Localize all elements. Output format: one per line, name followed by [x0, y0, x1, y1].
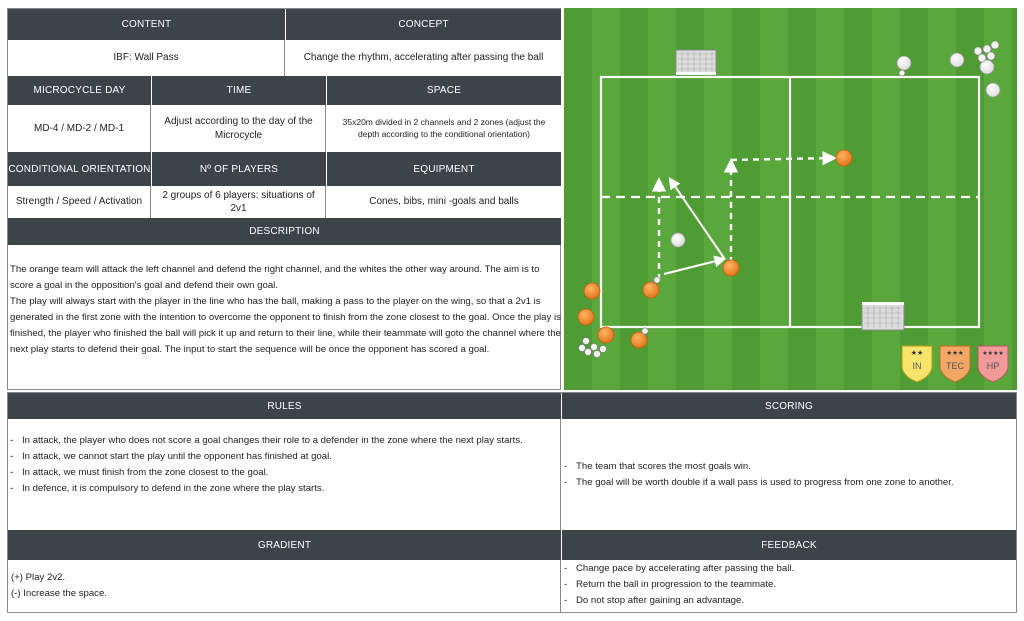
- feedback-item: Return the ball in progression to the te…: [562, 577, 1016, 593]
- badge-hp: ★★★★ HP: [977, 345, 1009, 383]
- header-rules: RULES: [8, 393, 561, 419]
- pitch-diagram: ★★ IN ★★★ TEC ★★★★ HP: [564, 8, 1017, 390]
- gradient-panel: (+) Play 2v2. (-) Increase the space.: [8, 560, 561, 612]
- orientation-value: Strength / Speed / Activation: [8, 186, 151, 218]
- badge-tec-label: TEC: [946, 361, 965, 371]
- pitch-svg: ★★ IN ★★★ TEC ★★★★ HP: [564, 8, 1017, 390]
- rules-panel: In attack, the player who does not score…: [8, 419, 561, 530]
- header-feedback: FEEDBACK: [562, 530, 1016, 560]
- top-mini-goal: [675, 49, 717, 75]
- players-value: 2 groups of 6 players: situations of 2v1: [152, 186, 326, 218]
- feedback-list: Change pace by accelerating after passin…: [562, 561, 1016, 609]
- badge-hp-stars: ★★★★: [982, 350, 1004, 357]
- badge-in-stars: ★★: [911, 349, 924, 357]
- badge-in: ★★ IN: [901, 345, 933, 383]
- microcycle-value: MD-4 / MD-2 / MD-1: [8, 105, 151, 152]
- header-time: TIME: [152, 76, 326, 105]
- header-gradient: GRADIENT: [8, 530, 561, 560]
- rule-item: In attack, we cannot start the play unti…: [8, 449, 550, 465]
- badge-tec: ★★★ TEC: [939, 345, 971, 383]
- rule-item: In attack, the player who does not score…: [8, 433, 550, 449]
- feedback-item: Do not stop after gaining an advantage.: [562, 593, 1016, 609]
- header-number-of-players: Nº OF PLAYERS: [152, 152, 326, 186]
- equipment-value: Cones, bibs, mini -goals and balls: [327, 186, 561, 218]
- scoring-item: The goal will be worth double if a wall …: [562, 475, 1008, 491]
- header-concept: CONCEPT: [286, 9, 561, 40]
- header-scoring: SCORING: [562, 393, 1016, 419]
- pass-lines: [663, 177, 727, 275]
- content-value: IBF: Wall Pass: [8, 40, 285, 76]
- header-description: DESCRIPTION: [8, 218, 561, 245]
- scoring-item: The team that scores the most goals win.: [562, 459, 1008, 475]
- description-paragraph-1: The orange team will attack the left cha…: [10, 264, 540, 291]
- badge-tec-stars: ★★★: [946, 349, 964, 357]
- gradient-item: (+) Play 2v2.: [11, 572, 66, 583]
- header-content: CONTENT: [8, 9, 285, 40]
- feedback-item: Change pace by accelerating after passin…: [562, 561, 1016, 577]
- field-lines: [599, 75, 981, 329]
- header-space: SPACE: [327, 76, 561, 105]
- rule-item: In attack, we must finish from the zone …: [8, 465, 550, 481]
- orange-players: [577, 149, 853, 349]
- concept-value: Change the rhythm, accelerating after pa…: [286, 40, 561, 76]
- feedback-panel: Change pace by accelerating after passin…: [562, 560, 1016, 612]
- bottom-table: RULES SCORING In attack, the player who …: [7, 392, 1017, 613]
- description-text: The orange team will attack the left cha…: [10, 262, 562, 358]
- gradient-item: (-) Increase the space.: [11, 588, 107, 599]
- rule-item: In defence, it is compulsory to defend i…: [8, 481, 550, 497]
- space-value: 35x20m divided in 2 channels and 2 zones…: [327, 105, 561, 152]
- time-value: Adjust according to the day of the Micro…: [152, 105, 326, 152]
- description-paragraph-2: The play will always start with the play…: [10, 296, 561, 355]
- header-equipment: EQUIPMENT: [327, 152, 561, 186]
- badge-in-label: IN: [913, 361, 922, 371]
- scoring-list: The team that scores the most goals win.…: [562, 459, 1008, 491]
- header-conditional-orientation: CONDITIONAL ORIENTATION: [8, 152, 151, 186]
- header-microcycle-day: MICROCYCLE DAY: [8, 76, 151, 105]
- rules-list: In attack, the player who does not score…: [8, 433, 550, 497]
- white-players: [670, 52, 1001, 248]
- badge-hp-label: HP: [987, 361, 1000, 371]
- dashed-runs: [651, 151, 837, 280]
- session-info-table: CONTENT CONCEPT IBF: Wall Pass Change th…: [7, 8, 561, 390]
- ball-cluster-top: [898, 40, 1000, 77]
- bottom-mini-goal: [861, 302, 905, 331]
- ball-cluster-bottom: [578, 276, 661, 358]
- scoring-panel: The team that scores the most goals win.…: [562, 419, 1016, 530]
